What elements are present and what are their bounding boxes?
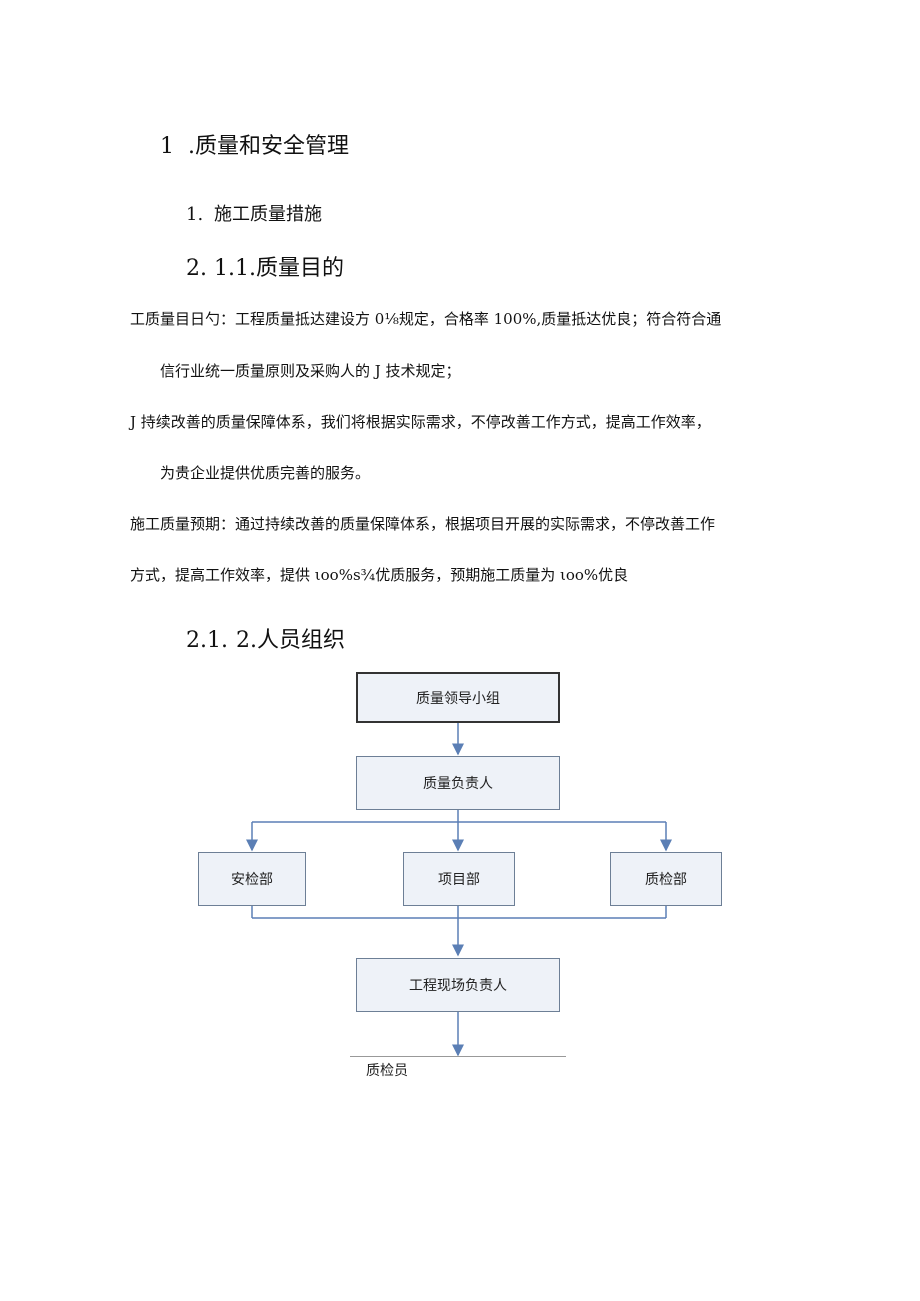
node-quality-manager: 质量负责人 bbox=[356, 756, 560, 810]
org-chart: 质量领导小组 质量负责人 安检部 项目部 质检部 工程现场负责人 质检员 bbox=[190, 666, 790, 1096]
node-label: 安检部 bbox=[231, 872, 273, 888]
heading-text: .质量和安全管理 bbox=[188, 134, 349, 159]
heading-number: 2. bbox=[186, 256, 207, 281]
heading-text: 1.1.质量目的 bbox=[214, 256, 344, 281]
node-site-manager: 工程现场负责人 bbox=[356, 958, 560, 1012]
org-chart-connectors bbox=[246, 723, 672, 1057]
subsection-heading: 1. 施工质量措施 bbox=[186, 200, 322, 226]
heading-number: 1. bbox=[186, 204, 204, 225]
paragraph-1-line-1: 工质量目日勺：工程质量抵达建设方 0⅛规定，合格率 100%,质量抵达优良；符合… bbox=[130, 310, 722, 328]
node-label: 质检部 bbox=[645, 872, 687, 888]
inspector-underline bbox=[350, 1056, 566, 1057]
node-quality-inspection-department: 质检部 bbox=[610, 852, 722, 906]
heading-number: 2.1. bbox=[186, 628, 228, 653]
paragraph-3-line-1: 施工质量预期：通过持续改善的质量保障体系，根据项目开展的实际需求，不停改善工作 bbox=[130, 515, 716, 533]
heading-number: 1 bbox=[160, 134, 174, 159]
node-label: 工程现场负责人 bbox=[409, 978, 507, 994]
node-quality-leader-group: 质量领导小组 bbox=[356, 672, 560, 723]
paragraph-2-line-2: 为贵企业提供优质完善的服务。 bbox=[160, 464, 371, 482]
node-label: 质量领导小组 bbox=[416, 690, 500, 707]
node-safety-department: 安检部 bbox=[198, 852, 306, 906]
section-heading-1: 1 .质量和安全管理 bbox=[160, 128, 349, 160]
heading-text: 2.人员组织 bbox=[236, 628, 345, 653]
heading-text: 施工质量措施 bbox=[214, 204, 322, 225]
node-label: 项目部 bbox=[438, 872, 480, 888]
paragraph-2-line-1: J 持续改善的质量保障体系，我们将根据实际需求，不停改善工作方式，提高工作效率， bbox=[130, 413, 711, 431]
node-label: 质量负责人 bbox=[423, 776, 493, 792]
paragraph-1-line-2: 信行业统一质量原则及采购人的 J 技术规定； bbox=[160, 362, 461, 380]
node-quality-inspector: 质检员 bbox=[366, 1063, 408, 1079]
subsection-heading-staffing: 2.1. 2.人员组织 bbox=[186, 622, 345, 654]
node-project-department: 项目部 bbox=[403, 852, 515, 906]
subsection-heading-quality-goal: 2. 1.1.质量目的 bbox=[186, 250, 344, 282]
paragraph-3-line-2: 方式，提高工作效率，提供 ιoo%s¾优质服务，预期施工质量为 ιoo%优良 bbox=[130, 566, 629, 584]
